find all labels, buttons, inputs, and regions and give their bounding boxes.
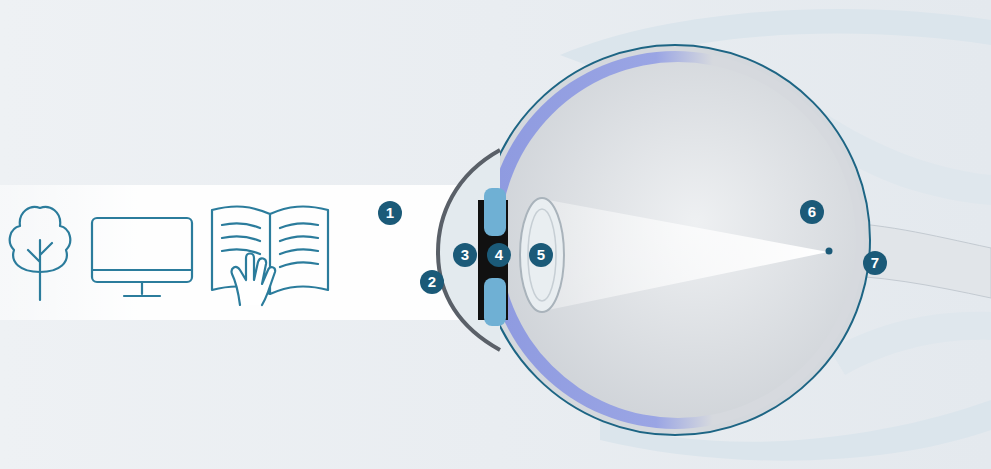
monitor-icon (92, 270, 192, 296)
object-icons (10, 207, 328, 305)
callout-number: 5 (529, 243, 553, 267)
iris (484, 278, 506, 326)
callout-number: 3 (453, 243, 477, 267)
vitreous-body (500, 62, 856, 418)
hand-icon (232, 254, 276, 306)
tree-icon (28, 240, 52, 300)
callout-number: 2 (420, 270, 444, 294)
callout-number: 4 (487, 243, 511, 267)
lens (520, 198, 564, 312)
tree-icon (10, 207, 71, 272)
book-icon (222, 223, 318, 267)
choroid (486, 51, 864, 429)
light-beam (0, 185, 470, 320)
lens (528, 209, 556, 301)
sclera (480, 45, 870, 435)
fovea-dot (826, 248, 833, 255)
light-cone (548, 200, 828, 310)
eye-muscle (830, 312, 991, 375)
monitor-icon (92, 218, 192, 282)
callout-number: 7 (863, 251, 887, 275)
iris (484, 188, 506, 236)
callout-number: 1 (378, 201, 402, 225)
callout-number: 6 (800, 200, 824, 224)
